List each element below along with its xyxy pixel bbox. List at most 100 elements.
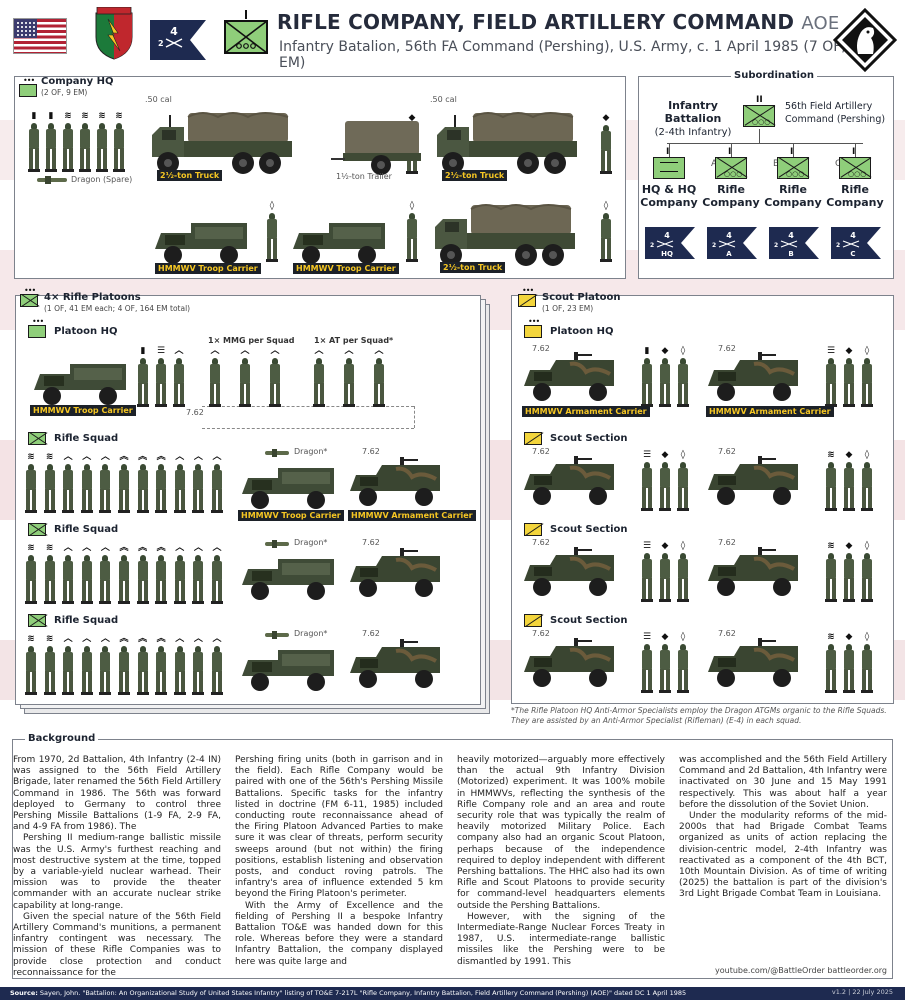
rank-insignia-icon: ▮ xyxy=(140,346,146,356)
soldier-icon xyxy=(136,555,150,605)
guidon-number: 4 xyxy=(664,231,670,240)
footer-links[interactable]: youtube.com/@BattleOrder battleorder.org xyxy=(715,966,887,975)
page-title: RIFLE COMPANY, FIELD ARTILLERY COMMAND A… xyxy=(277,10,839,34)
soldier-icon xyxy=(112,123,126,173)
scout-platoon-hq-title: Platoon HQ xyxy=(550,326,614,337)
soldier-icon xyxy=(658,553,672,603)
soldier-icon xyxy=(24,555,38,605)
scout-section-symbol-icon xyxy=(524,432,544,445)
soldier-icon xyxy=(191,464,205,514)
rank-insignia-icon: ︽ xyxy=(119,452,129,462)
rank-insignia-icon: ︽ xyxy=(138,634,148,644)
dragon-spare-label: Dragon (Spare) xyxy=(71,175,133,184)
gun-label: 7.62 xyxy=(362,629,380,638)
company-hq-panel: ••• Company HQ (2 OF, 9 EM) ▮▮≋≋≋≋◆◆◊◊◊ … xyxy=(14,76,626,279)
soldier-icon xyxy=(640,553,654,603)
hmmwv-troop-carrier-icon xyxy=(242,559,334,600)
soldier-icon xyxy=(238,358,252,408)
rank-insignia-icon: ◆ xyxy=(661,632,669,642)
rank-insignia-icon: ︿ xyxy=(175,634,185,644)
soldier-icon xyxy=(268,358,282,408)
soldier-icon xyxy=(640,644,654,694)
rank-insignia-icon: ︿ xyxy=(100,543,110,553)
scout-vehicle-label: HMMWV Armament Carrier xyxy=(706,406,834,417)
background-paragraph: However, with the signing of the Interme… xyxy=(457,911,665,967)
rank-insignia-icon: ◊ xyxy=(864,632,870,642)
rank-insignia-icon: ︽ xyxy=(138,543,148,553)
page-title-suffix: AOE xyxy=(801,13,840,34)
soldier-icon xyxy=(842,358,856,408)
soldier-icon xyxy=(372,358,386,408)
scout-section-title: Scout Section xyxy=(550,615,628,626)
soldier-icon xyxy=(61,646,75,696)
rank-insignia-icon: ︿ xyxy=(82,543,92,553)
background-paragraph: From 1970, 2d Battalion, 4th Infantry (2… xyxy=(13,755,221,833)
hmmwv-armament-carrier-icon xyxy=(524,638,614,687)
subordination-panel: Subordination Infantry Battalion (2-4th … xyxy=(638,70,894,279)
squad-vehicle-label: HMMWV Armament Carrier xyxy=(348,510,476,521)
rank-insignia-icon: ︿ xyxy=(100,452,110,462)
page-title-text: RIFLE COMPANY, FIELD ARTILLERY COMMAND xyxy=(277,10,795,34)
scout-gun-label: 7.62 xyxy=(532,344,550,353)
soldier-icon xyxy=(676,644,690,694)
company-letter: C xyxy=(835,159,841,169)
unit-shield-icon xyxy=(95,7,133,60)
rank-insignia-icon: ≋ xyxy=(115,111,123,121)
guidon-left-number: 2 xyxy=(836,242,840,249)
background-paragraph: With the Army of Excellence and the fiel… xyxy=(235,900,443,967)
hmmwv-troop-carrier-icon xyxy=(242,650,334,691)
scout-section-symbol-icon xyxy=(524,614,544,627)
rank-insignia-icon: ☰ xyxy=(642,632,652,642)
header: 4 2 RIFLE COMPANY, FIELD ARTILLERY COMMA… xyxy=(0,0,905,72)
company-symbol-icon: I○○○ xyxy=(715,147,748,179)
rank-insignia-icon: ︿ xyxy=(100,634,110,644)
truck-label-1: 2½-ton Truck xyxy=(157,170,223,181)
rank-insignia-icon: ☰ xyxy=(826,346,836,356)
rank-insignia-icon: ︿ xyxy=(193,634,203,644)
rank-insignia-icon: ≋ xyxy=(45,543,54,553)
truck-label-3: 2½-ton Truck xyxy=(440,262,506,273)
rifle-platoon-symbol-icon: ••• xyxy=(20,287,40,307)
soldier-icon xyxy=(43,646,57,696)
parent-unit-name: Infantry Battalion (2-4th Infantry) xyxy=(645,99,741,139)
soldier-icon xyxy=(860,462,874,512)
soldier-icon xyxy=(43,464,57,514)
rank-insignia-icon: ≋ xyxy=(827,450,835,460)
background-col-2: Pershing firing units (both in garrison … xyxy=(235,755,443,968)
soldier-icon xyxy=(80,555,94,605)
cal-50-label-2: .50 cal xyxy=(430,95,457,104)
guidon-letter: B xyxy=(788,250,793,258)
rifle-squad-title: Rifle Squad xyxy=(54,433,119,444)
soldier-icon xyxy=(640,462,654,512)
source-bar: Source: Sayen, John. "Battalion: An Orga… xyxy=(0,987,905,1000)
scout-gun-label: 7.62 xyxy=(532,629,550,638)
background-paragraph: Given the special nature of the 56th Fie… xyxy=(13,911,221,978)
gun-label: 7.62 xyxy=(362,538,380,547)
company-hq-note: (2 OF, 9 EM) xyxy=(41,88,88,97)
rank-insignia-icon: ︿ xyxy=(63,543,73,553)
soldier-icon xyxy=(824,358,838,408)
rank-insignia-icon: ︽ xyxy=(156,634,166,644)
rank-insignia-icon: ◊ xyxy=(680,541,686,551)
rank-insignia-icon: ≋ xyxy=(45,634,54,644)
mmg-gun-label: 7.62 xyxy=(186,408,204,417)
hmmwv-armament-carrier-icon xyxy=(524,456,614,505)
soldier-icon xyxy=(136,358,150,408)
company-name: HQ & HQ Company xyxy=(640,183,698,209)
guidon-left-number: 2 xyxy=(774,242,778,249)
at-label: 1× AT per Squad* xyxy=(314,336,394,345)
hmmwv-troop-carrier-icon xyxy=(293,223,385,264)
rank-insignia-icon: ◆ xyxy=(661,346,669,356)
hmmwv-troop-carrier-icon xyxy=(242,468,334,509)
squad-vehicle-label: HMMWV Troop Carrier xyxy=(238,510,344,521)
hmmwv-label-1: HMMWV Troop Carrier xyxy=(155,263,261,274)
hmmwv-armament-carrier-icon xyxy=(350,639,440,688)
hmmwv-armament-carrier-icon xyxy=(350,457,440,506)
rifle-squad-title: Rifle Squad xyxy=(54,524,119,535)
soldier-icon xyxy=(599,213,613,263)
soldier-icon xyxy=(824,644,838,694)
battalion-symbol-icon: II○○○ xyxy=(743,95,776,127)
soldier-icon xyxy=(154,464,168,514)
scout-platoon-symbol-icon: ••• xyxy=(518,287,538,307)
